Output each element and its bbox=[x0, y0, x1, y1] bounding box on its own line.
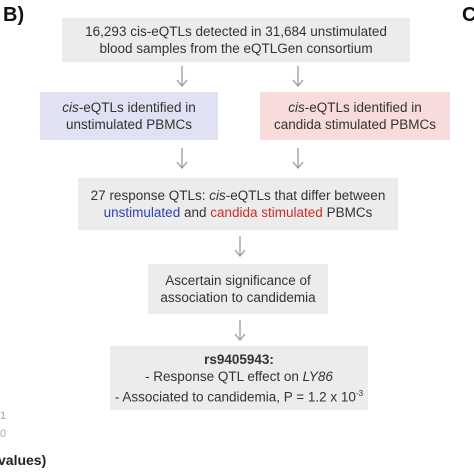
box5-line2: association to candidemia bbox=[160, 290, 316, 305]
box4-italic: cis bbox=[209, 188, 226, 203]
stimulated-highlight: candida stimulated bbox=[210, 205, 323, 220]
result-box: rs9405943: - Response QTL effect on LY86… bbox=[110, 346, 368, 410]
response-qtl-box: 27 response QTLs: cis-eQTLs that differ … bbox=[78, 178, 398, 230]
axis-tick-1: 1 bbox=[0, 410, 7, 422]
box4-and: and bbox=[180, 205, 211, 220]
unstimulated-highlight: unstimulated bbox=[103, 205, 181, 220]
panel-b-label: B) bbox=[3, 4, 25, 26]
p-exponent: -3 bbox=[355, 388, 364, 398]
box1-line1: 16,293 cis-eQTLs detected in 31,684 unst… bbox=[85, 24, 387, 39]
box2-line2: unstimulated PBMCs bbox=[65, 117, 193, 132]
arrow-down-icon bbox=[290, 148, 306, 170]
arrow-down-icon bbox=[174, 148, 190, 170]
significance-box: Ascertain significance of association to… bbox=[148, 264, 328, 314]
arrow-down-icon bbox=[232, 236, 248, 258]
box3-italic: cis bbox=[288, 100, 305, 115]
stimulated-pbmc-box: cis-eQTLs identified in candida stimulat… bbox=[260, 92, 450, 140]
box6-line2: - Response QTL effect on bbox=[145, 368, 303, 384]
box6-line3: - Associated to candidemia, P = 1.2 x 10 bbox=[114, 389, 356, 405]
snp-title: rs9405943: bbox=[204, 351, 274, 367]
axis-tick-0: 0 bbox=[0, 428, 7, 440]
arrow-down-icon bbox=[290, 66, 306, 88]
box4-pre: 27 response QTLs: bbox=[90, 188, 210, 203]
unstimulated-pbmc-box: cis-eQTLs identified in unstimulated PBM… bbox=[40, 92, 218, 140]
box4-tail: PBMCs bbox=[322, 205, 373, 220]
box3-line1: -eQTLs identified in bbox=[304, 100, 422, 115]
cut-axis-label: values) bbox=[0, 452, 47, 468]
box2-italic: cis bbox=[62, 100, 79, 115]
box1-line2: blood samples from the eQTLGen consortiu… bbox=[99, 41, 373, 56]
box3-line2: candida stimulated PBMCs bbox=[273, 117, 437, 132]
box2-line1: -eQTLs identified in bbox=[78, 100, 196, 115]
panel-c-label: C bbox=[462, 4, 474, 26]
source-cis-eqtl-box: 16,293 cis-eQTLs detected in 31,684 unst… bbox=[62, 18, 410, 62]
box5-line1: Ascertain significance of bbox=[165, 273, 311, 288]
arrow-down-icon bbox=[232, 320, 248, 342]
gene-name: LY86 bbox=[302, 368, 333, 384]
arrow-down-icon bbox=[174, 66, 190, 88]
box4-line1: -eQTLs that differ between bbox=[225, 188, 386, 203]
